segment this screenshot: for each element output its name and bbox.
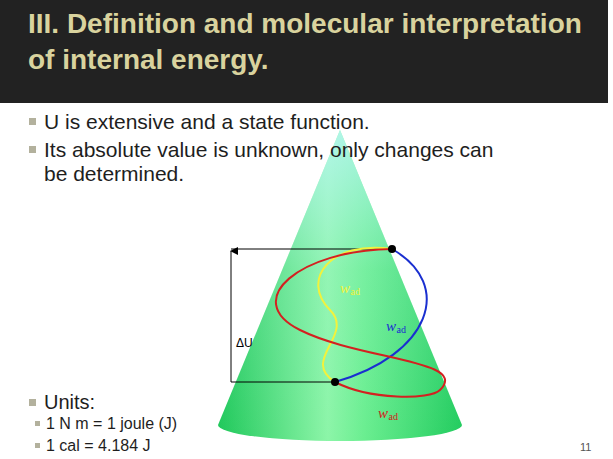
sub-bullet-text: 1 N m = 1 joule (J): [46, 414, 177, 434]
bullet-square: [29, 399, 36, 406]
bullet-square: [29, 118, 36, 125]
state-dot: [331, 378, 339, 386]
sub-bullet-text: 1 cal = 4.184 J: [46, 436, 151, 456]
state-dot: [388, 245, 396, 253]
work-symbol: w: [340, 280, 350, 296]
subscript: ad: [351, 286, 360, 298]
subscript: ad: [389, 411, 398, 423]
subscript: ad: [397, 324, 406, 336]
delta-arrow: [231, 251, 232, 382]
bullet-text: Units:: [44, 391, 95, 413]
cone-shade: [218, 130, 462, 441]
sub-bullet-square: [35, 443, 40, 448]
work-symbol: w: [386, 318, 396, 334]
bracket-line: [231, 382, 335, 383]
slide-title: III. Definition and molecular interpreta…: [28, 6, 588, 78]
bullet-text: U is extensive and a state function.: [44, 110, 584, 134]
work-symbol: w: [378, 405, 388, 421]
page-number: 11: [580, 441, 591, 454]
red-path: [276, 249, 445, 397]
bullet-square: [29, 146, 36, 153]
sub-bullet-square: [35, 421, 40, 426]
delta-label: ΔU: [236, 336, 253, 350]
bullet-text: Its absolute value is unknown, only chan…: [44, 138, 514, 186]
cone-body: [218, 130, 462, 441]
